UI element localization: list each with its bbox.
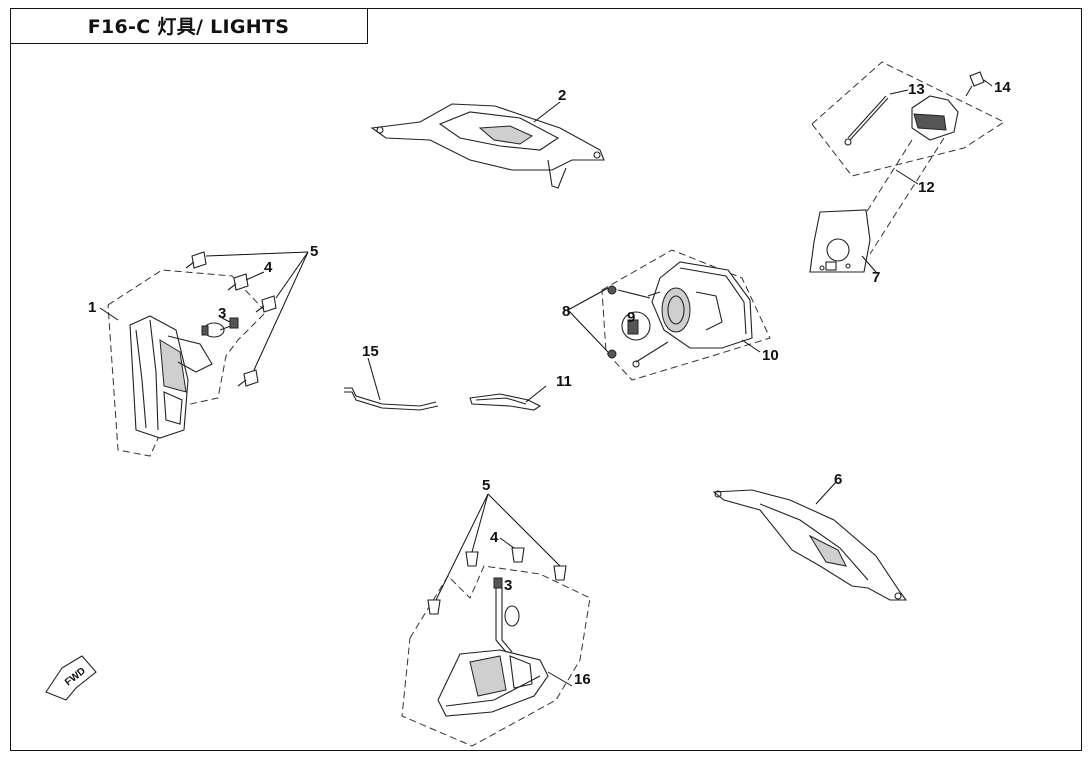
callout-8: 8 bbox=[562, 303, 570, 320]
callout-4: 4 bbox=[264, 259, 273, 276]
callout-labels: 2 1 3 4 5 8 9 10 11 15 13 14 12 7 6 5 4 … bbox=[88, 79, 1011, 688]
screw-icon bbox=[237, 369, 259, 387]
callout-12: 12 bbox=[918, 179, 935, 196]
callout-4: 4 bbox=[490, 529, 499, 546]
part-10-center-headlight bbox=[601, 249, 771, 381]
part-15-bracket bbox=[344, 387, 439, 411]
leader-lines bbox=[99, 79, 993, 687]
screw-icon bbox=[427, 599, 441, 615]
callout-7: 7 bbox=[872, 269, 880, 286]
callout-11: 11 bbox=[556, 373, 572, 390]
part-12-light-cap-assembly bbox=[811, 61, 1006, 255]
forward-arrow-icon: FWD bbox=[45, 655, 97, 701]
screw-icon bbox=[465, 551, 479, 567]
callout-5: 5 bbox=[310, 243, 318, 260]
screw-icon bbox=[255, 295, 277, 313]
part-1-left-light-assembly bbox=[107, 251, 277, 457]
part-16-bottom-light-assembly bbox=[401, 547, 591, 747]
callout-16: 16 bbox=[574, 671, 591, 688]
callout-6: 6 bbox=[834, 471, 842, 488]
part-2-cover-plate bbox=[370, 103, 605, 189]
part-7-bracket-plate bbox=[809, 209, 871, 273]
part-11-bracket bbox=[469, 393, 542, 411]
screw-icon bbox=[553, 565, 567, 581]
callout-2: 2 bbox=[558, 87, 566, 104]
callout-14: 14 bbox=[994, 79, 1011, 96]
screw-icon bbox=[511, 547, 525, 563]
screw-icon bbox=[227, 273, 249, 291]
callout-3: 3 bbox=[504, 577, 512, 594]
callout-3: 3 bbox=[218, 305, 226, 322]
screw-icon bbox=[607, 285, 617, 295]
screw-icon bbox=[185, 251, 207, 269]
drawing-frame bbox=[10, 8, 1082, 751]
callout-1: 1 bbox=[88, 299, 96, 316]
callout-13: 13 bbox=[908, 81, 925, 98]
callout-15: 15 bbox=[362, 343, 379, 360]
title-block: F16-C 灯具/ LIGHTS bbox=[10, 8, 368, 44]
callout-5: 5 bbox=[482, 477, 490, 494]
part-6-right-cover bbox=[712, 489, 908, 601]
callout-9: 9 bbox=[627, 309, 635, 326]
callout-10: 10 bbox=[762, 347, 779, 364]
page-title: F16-C 灯具/ LIGHTS bbox=[87, 16, 290, 38]
screw-icon bbox=[607, 349, 617, 359]
